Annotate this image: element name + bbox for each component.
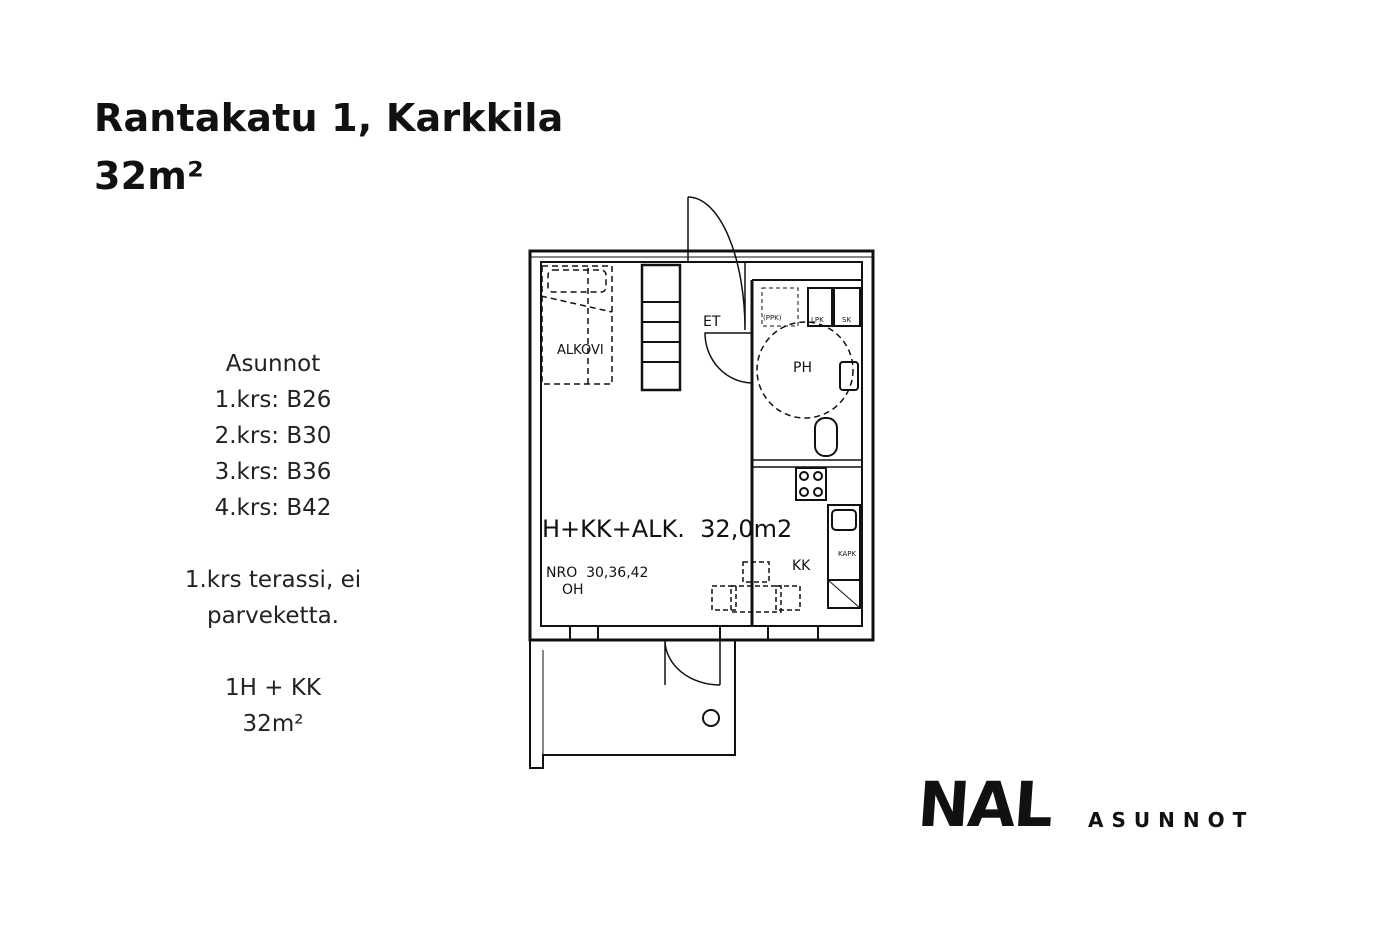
label-ph: PH — [793, 360, 812, 376]
drain-icon — [702, 709, 720, 727]
label-alkovi: ALKOVI — [557, 343, 604, 358]
apartment-type: 1H + KK — [225, 675, 321, 701]
label-lpk: LPK — [811, 316, 824, 324]
toilet-icon — [814, 417, 838, 457]
label-sk: SK — [842, 316, 851, 324]
area-title: 32m² — [94, 154, 204, 198]
balcony — [529, 640, 736, 769]
floor-item: 1.krs: B26 — [214, 387, 332, 413]
label-kapk: KAPK — [838, 550, 856, 558]
label-kk: KK — [792, 558, 811, 574]
dining-table — [711, 561, 801, 613]
stove-icon — [795, 467, 827, 501]
label-oh: OH — [562, 582, 584, 598]
outer-wall — [528, 249, 875, 642]
apartment-area: 32m² — [242, 711, 304, 737]
bathroom-door — [704, 332, 753, 384]
terrace-note: parveketta. — [206, 603, 339, 629]
kitchen-sink-icon — [831, 509, 857, 531]
floor-item: 3.krs: B36 — [214, 459, 332, 485]
cabinet — [807, 287, 833, 327]
balcony-door — [664, 639, 721, 686]
entry-door — [687, 196, 746, 331]
inner-wall — [540, 261, 863, 627]
logo-subtitle: ASUNNOT — [1088, 808, 1255, 832]
wardrobe — [640, 263, 682, 392]
apartment-info: Asunnot 1.krs: B26 2.krs: B30 3.krs: B36… — [150, 346, 396, 742]
bathroom-wall — [751, 459, 863, 468]
nal-logo: NAL — [915, 768, 1054, 841]
label-numbers: NRO 30,36,42 — [546, 565, 648, 581]
info-heading: Asunnot — [225, 351, 321, 377]
floor-item: 2.krs: B30 — [214, 423, 332, 449]
shower-area — [756, 321, 854, 419]
fridge — [827, 579, 861, 609]
address-title: Rantakatu 1, Karkkila — [94, 96, 564, 140]
sink-icon — [839, 361, 859, 391]
label-type-area: H+KK+ALK. 32,0m2 — [542, 515, 792, 543]
cabinet — [833, 287, 861, 327]
label-ppk: (PPK) — [763, 314, 782, 322]
label-et: ET — [703, 314, 721, 330]
terrace-note: 1.krs terassi, ei — [184, 567, 362, 593]
floor-item: 4.krs: B42 — [214, 495, 332, 521]
alcove-bed — [540, 265, 613, 385]
